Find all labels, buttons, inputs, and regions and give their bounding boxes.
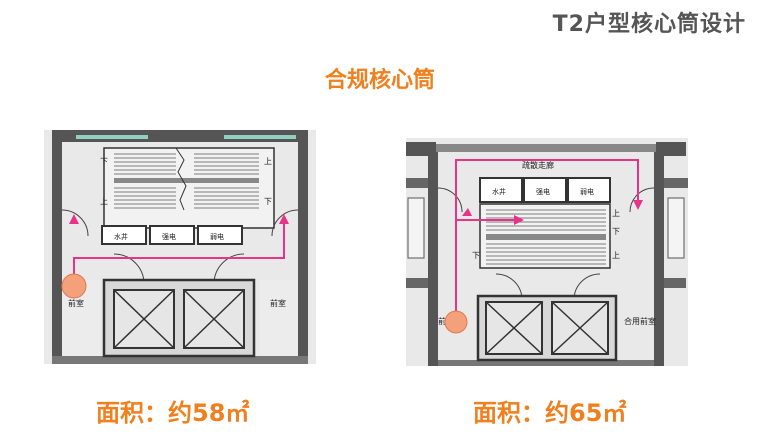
stair-label-up-top: 上 — [264, 157, 272, 166]
arrow-icon — [69, 214, 79, 224]
stair-label-up-low: 上 — [612, 251, 620, 260]
right-wall — [298, 130, 308, 364]
lobby-right-label: 合用前室 — [624, 316, 656, 326]
stair-label-up-mid: 上 — [100, 197, 108, 206]
left-core-plan: 下 上 上 下 水井 强电 弱电 前室 前室 — [44, 130, 316, 364]
shaft-strong-label: 强电 — [536, 187, 550, 196]
stair-label-down-low: 下 — [472, 251, 480, 260]
shaft-water-label: 水井 — [492, 187, 506, 196]
arrow-icon — [633, 200, 643, 210]
arrow-icon — [514, 215, 524, 225]
lobby-right-label: 前室 — [270, 298, 286, 308]
right-area-label: 面积：约65㎡ — [473, 399, 627, 427]
corridor-label: 疏散走廊 — [522, 160, 554, 170]
shaft-weak-label: 弱电 — [210, 232, 224, 241]
section-title: 合规核心筒 — [324, 68, 435, 93]
arrow-icon — [462, 208, 472, 216]
stair-label-down-mid: 下 — [612, 227, 620, 236]
stair-label-down-mid: 下 — [264, 197, 272, 206]
stair-label-down-top: 下 — [100, 157, 108, 166]
shaft-weak-label: 弱电 — [580, 187, 594, 196]
arrow-icon — [279, 214, 289, 224]
start-marker — [61, 273, 87, 299]
page-title: T2户型核心筒设计 — [552, 12, 746, 37]
shaft-strong-label: 强电 — [162, 232, 176, 241]
evac-path-right — [455, 159, 639, 314]
start-marker — [444, 310, 468, 334]
stair-label-up-top: 上 — [612, 209, 620, 218]
right-core-plan: 疏散走廊 水井 强电 弱电 上 下 下 上 — [406, 138, 688, 366]
left-area-label: 面积：约58㎡ — [96, 399, 250, 427]
left-wall — [52, 130, 62, 364]
lobby-left-label: 前室 — [68, 298, 84, 308]
evac-path-left — [73, 220, 285, 278]
shaft-water-label: 水井 — [114, 232, 128, 241]
